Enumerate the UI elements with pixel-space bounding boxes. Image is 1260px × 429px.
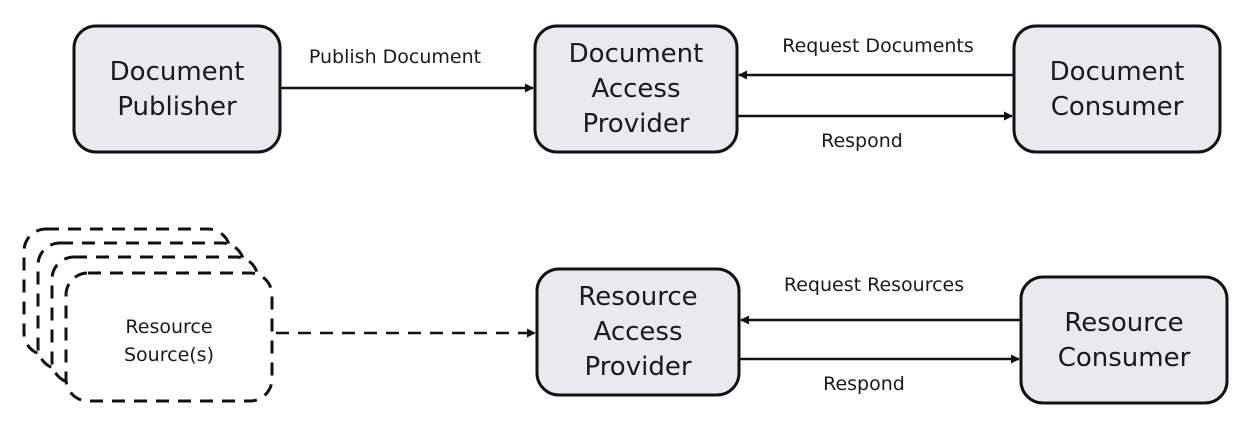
res-consumer-label-1: Resource bbox=[1064, 308, 1183, 338]
doc-publisher-node: Document Publisher bbox=[72, 24, 282, 154]
resource-source-node bbox=[64, 271, 274, 403]
doc-consumer-node: Document Consumer bbox=[1012, 24, 1222, 154]
respond-documents-label: Respond bbox=[821, 130, 903, 152]
doc-access-provider-label-1: Document bbox=[569, 39, 704, 69]
doc-publisher-label-2: Publisher bbox=[117, 92, 237, 122]
request-documents-label: Request Documents bbox=[782, 35, 974, 57]
request-resources-label: Request Resources bbox=[784, 274, 964, 296]
res-access-provider-label-2: Access bbox=[593, 317, 682, 347]
res-access-provider-label-3: Provider bbox=[584, 352, 691, 382]
doc-consumer-label-2: Consumer bbox=[1051, 92, 1184, 122]
res-consumer-node: Resource Consumer bbox=[1019, 275, 1229, 405]
res-consumer-label-2: Consumer bbox=[1058, 343, 1191, 373]
respond-resources-label: Respond bbox=[823, 373, 905, 395]
doc-consumer-label-1: Document bbox=[1050, 57, 1185, 87]
doc-access-provider-node: Document Access Provider bbox=[533, 24, 739, 154]
doc-access-provider-label-3: Provider bbox=[582, 109, 689, 139]
doc-access-provider-label-2: Access bbox=[591, 74, 680, 104]
resource-source-label-1: Resource bbox=[125, 316, 212, 338]
publish-document-label: Publish Document bbox=[309, 46, 481, 68]
res-access-provider-node: Resource Access Provider bbox=[535, 267, 741, 397]
resource-source-stack: Resource Source(s) bbox=[22, 227, 274, 403]
doc-publisher-label-1: Document bbox=[110, 57, 245, 87]
resource-source-label-2: Source(s) bbox=[124, 344, 214, 366]
res-access-provider-label-1: Resource bbox=[578, 282, 697, 312]
